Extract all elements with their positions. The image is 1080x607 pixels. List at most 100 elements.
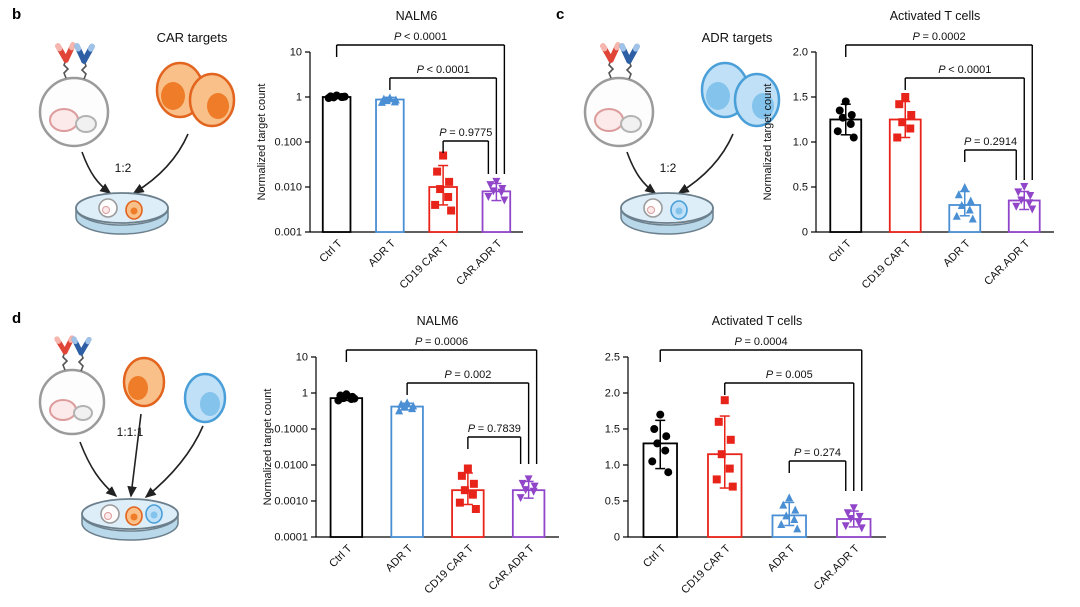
data-point: [857, 524, 866, 533]
data-point: [846, 120, 855, 128]
data-point: [664, 468, 673, 477]
data-point: [484, 192, 493, 201]
data-point: [444, 192, 453, 201]
data-point: [1020, 183, 1029, 191]
panel-c-letter: c: [556, 6, 565, 23]
y-tick-label: 1: [302, 388, 308, 400]
data-point: [952, 211, 961, 220]
x-tick-label: CD19 CAR T: [422, 542, 476, 596]
car-target-cells: [155, 61, 236, 128]
data-point: [965, 205, 974, 214]
x-tick-label: ADR T: [366, 237, 398, 269]
data-point: [717, 450, 726, 459]
data-point: [436, 185, 445, 194]
data-point: [390, 97, 399, 106]
data-point: [469, 479, 478, 488]
panel-b-illustration-svg: CAR targets 1:2: [38, 30, 236, 235]
y-tick-label: 1.0: [793, 137, 808, 149]
x-tick-label: Ctrl T: [327, 542, 355, 570]
engineered-t-cell: [38, 42, 110, 148]
chart-title: Activated T cells: [890, 9, 981, 23]
y-tick-label: 0.001: [274, 227, 302, 239]
p-value-label: P = 0.002: [444, 369, 491, 381]
x-tick-label: ADR T: [766, 542, 798, 574]
bar: [329, 397, 364, 538]
data-point: [846, 515, 855, 523]
p-value-label: P < 0.0001: [417, 64, 470, 76]
data-point: [486, 181, 495, 190]
data-point: [650, 425, 659, 433]
y-tick-label: 1.0: [605, 460, 620, 472]
bar: [390, 405, 424, 538]
ratio-label-c: 1:2: [660, 161, 677, 175]
data-point: [648, 457, 657, 466]
data-point: [377, 97, 386, 106]
data-point: [841, 522, 850, 531]
y-tick-label: 2.0: [793, 47, 808, 59]
data-point: [843, 509, 852, 518]
data-point: [524, 475, 533, 484]
data-point: [907, 111, 916, 119]
x-tick-label: CD19 CAR T: [860, 237, 914, 291]
data-point: [497, 188, 506, 197]
y-tick-label: 0.100: [274, 137, 302, 149]
receptor-stem: [63, 59, 70, 79]
data-point: [833, 127, 842, 136]
receptor-stem: [62, 351, 69, 371]
data-point: [516, 494, 525, 503]
mix-arrow-middle: [127, 413, 142, 498]
x-tick-label: CD19 CAR T: [679, 542, 733, 596]
chart-title: NALM6: [396, 9, 438, 23]
y-tick-label: 0.0001: [274, 532, 308, 544]
receptor-stem: [625, 60, 632, 80]
data-point: [906, 124, 915, 133]
data-point: [847, 111, 856, 119]
data-point: [492, 177, 501, 186]
data-point: [408, 404, 417, 413]
y-tick-label: 0.1000: [274, 424, 308, 436]
data-point: [841, 97, 850, 106]
data-point: [726, 435, 735, 444]
data-point: [489, 187, 498, 196]
data-point: [350, 394, 359, 403]
x-tick-label: Ctrl T: [317, 237, 345, 265]
y-tick-label: 0.010: [274, 182, 302, 194]
p-value-label: P < 0.0001: [938, 64, 991, 76]
p-value-label: P = 0.0002: [912, 31, 965, 43]
x-tick-label: CAR.ADR T: [812, 542, 862, 592]
data-point: [960, 183, 969, 191]
data-point: [728, 482, 737, 491]
data-point: [431, 200, 440, 209]
panel-c-illustration: ADR targets 1:2: [565, 12, 797, 257]
data-point: [1025, 199, 1034, 208]
panel-b-illustration: CAR targets 1:2: [20, 12, 252, 257]
data-point: [324, 94, 333, 103]
p-value-label: P = 0.0006: [415, 336, 468, 348]
p-value-label: P = 0.2914: [964, 136, 1017, 148]
data-point: [661, 446, 670, 455]
x-tick-label: CD19 CAR T: [398, 237, 452, 291]
y-tick-label: 10: [296, 352, 308, 364]
x-tick-label: Ctrl T: [641, 542, 669, 570]
y-tick-label: 0: [802, 227, 808, 239]
data-point: [712, 475, 721, 484]
x-tick-label: CAR.ADR T: [454, 237, 504, 287]
data-point: [901, 93, 910, 101]
data-point: [445, 177, 454, 186]
data-point: [455, 498, 464, 507]
data-point: [720, 396, 729, 405]
y-tick-label: 1.5: [793, 92, 808, 104]
y-tick-label: 1.5: [605, 424, 620, 436]
data-point: [898, 118, 907, 127]
panel-d-illustration: 1:1:1: [22, 320, 254, 595]
y-tick-label: 0.5: [793, 182, 808, 194]
p-value-label: P = 0.0004: [734, 336, 787, 348]
data-point: [334, 396, 343, 405]
mix-arrow-right: [144, 425, 204, 499]
p-value-label: P = 0.9775: [439, 127, 492, 139]
data-point: [382, 96, 391, 105]
car-receptor-icon: [54, 335, 75, 355]
data-point: [433, 167, 442, 176]
